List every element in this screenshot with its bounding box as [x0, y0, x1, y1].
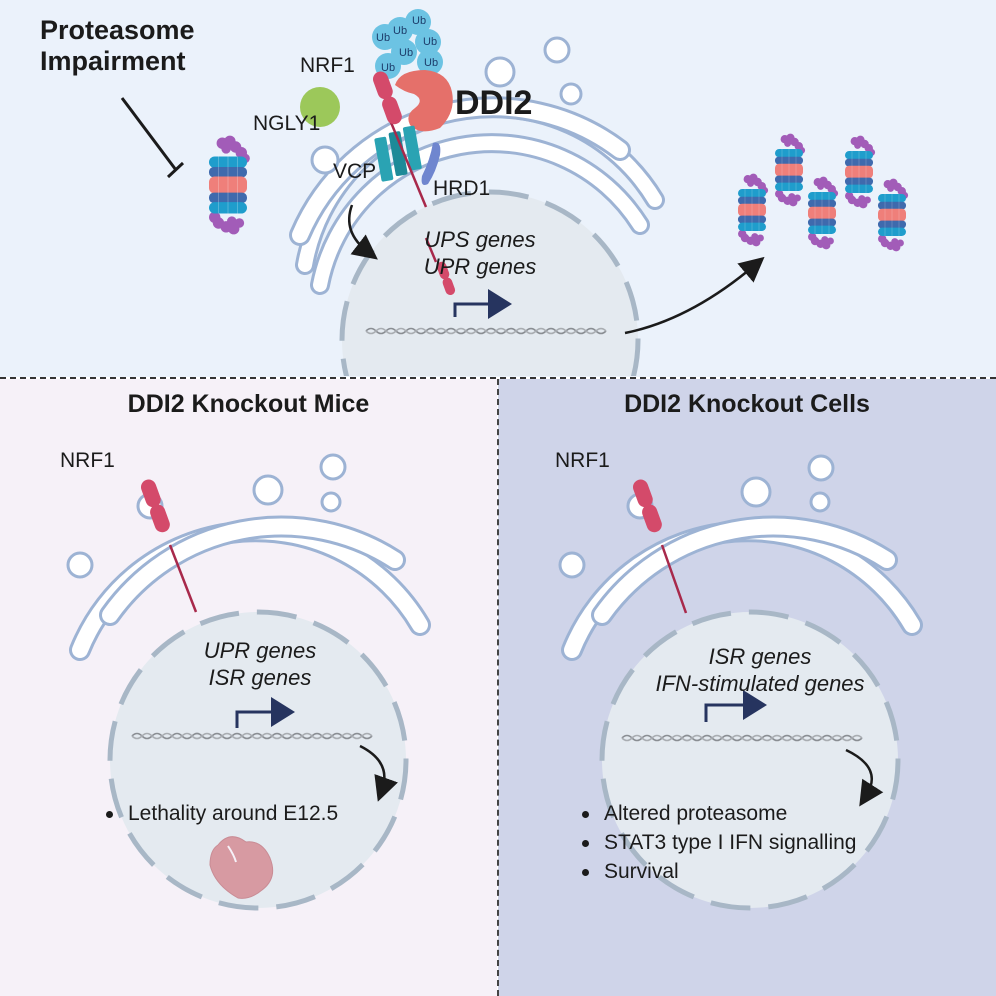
proteasome-5	[877, 178, 909, 252]
svg-text:Ub: Ub	[399, 47, 413, 59]
svg-text:Ub: Ub	[412, 15, 426, 27]
gene-list-left: UPR genes ISR genes	[160, 637, 360, 691]
nrf1-tail-right	[660, 544, 688, 614]
endoplasmic-reticulum-right	[558, 454, 923, 661]
proteasome-3	[807, 176, 839, 250]
gene-list-right: ISR genes IFN-stimulated genes	[630, 643, 890, 697]
nrf1-tail-left	[168, 544, 198, 613]
outcome-item: STAT3 type I IFN signalling	[580, 828, 856, 857]
panel-title-mice: DDI2 Knockout Mice	[127, 390, 370, 418]
inhibition-icon	[120, 97, 185, 179]
vertical-divider	[497, 379, 499, 996]
proteasome-inhibited	[208, 135, 251, 235]
outcome-item: Survival	[580, 857, 856, 886]
right-panel-graphics	[558, 454, 923, 911]
proteasome-impairment-title: Proteasome Impairment	[40, 15, 195, 77]
title-line-2: Impairment	[40, 46, 186, 76]
ddi2-protein	[395, 70, 453, 132]
nrf1-transmembrane	[370, 69, 428, 208]
nrf1-label-left: NRF1	[60, 449, 115, 472]
embryo-icon	[209, 836, 274, 899]
ddi2-label: DDI2	[455, 84, 533, 122]
nrf1-label-top: NRF1	[300, 54, 355, 77]
endoplasmic-reticulum-top	[289, 36, 665, 295]
vcp-label: VCP	[333, 160, 377, 183]
gene-isr-left: ISR genes	[208, 665, 312, 690]
svg-text:Ub: Ub	[381, 62, 395, 74]
proteasome-synthesis-arrow	[624, 256, 765, 335]
panel-title-cells: DDI2 Knockout Cells	[624, 390, 870, 418]
endoplasmic-reticulum-left	[66, 453, 431, 661]
hrd1-label: HRD1	[433, 177, 491, 200]
svg-text:Ub: Ub	[424, 57, 438, 69]
gene-list-top: UPS genes UPR genes	[420, 226, 540, 280]
hrd1-protein	[421, 142, 441, 185]
outcome-list-mice: Lethality around E12.5	[104, 799, 338, 828]
ngly1-protein	[300, 87, 340, 127]
svg-text:Ub: Ub	[376, 32, 390, 44]
ubiquitin-chain	[372, 9, 443, 79]
outcome-item: Altered proteasome	[580, 799, 856, 828]
vcp-protein	[374, 125, 422, 182]
svg-text:Ub: Ub	[423, 36, 437, 48]
outcome-arrow-left	[359, 744, 398, 802]
outcome-item: Lethality around E12.5	[104, 799, 338, 828]
horizontal-divider	[0, 377, 996, 379]
gene-upr-left: UPR genes	[203, 638, 317, 663]
proteasome-1	[737, 173, 769, 247]
outcome-list-cells: Altered proteasome STAT3 type I IFN sign…	[580, 799, 856, 886]
gene-ifn-right: IFN-stimulated genes	[655, 671, 865, 696]
proteasome-4	[844, 135, 876, 209]
outcome-arrow-right	[845, 748, 884, 807]
transcription-arrow-left	[235, 697, 295, 728]
proteasome-2	[774, 133, 806, 207]
nrf1-cleaved-nuclear	[424, 237, 457, 297]
transcription-arrow-right	[704, 690, 767, 722]
ngly1-label: NGLY1	[253, 112, 321, 135]
svg-text:Ub: Ub	[393, 25, 407, 37]
gene-isr-right: ISR genes	[708, 644, 812, 669]
title-line-1: Proteasome	[40, 15, 195, 45]
left-panel-graphics	[66, 453, 431, 911]
gene-ups: UPS genes	[424, 227, 536, 252]
nuclear-import-arrow	[348, 204, 378, 260]
transcription-arrow-top	[453, 289, 512, 319]
gene-upr: UPR genes	[423, 254, 537, 279]
nrf1-label-right: NRF1	[555, 449, 610, 472]
